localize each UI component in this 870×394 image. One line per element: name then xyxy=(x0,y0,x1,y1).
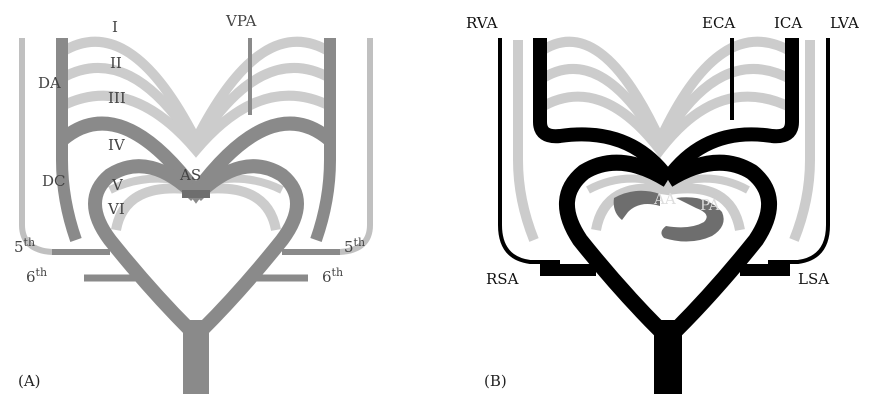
label-arch-i: I xyxy=(112,18,118,36)
label-arch-ii: II xyxy=(110,54,122,72)
label-ica: ICA xyxy=(774,14,802,32)
label-da: DA xyxy=(38,74,61,92)
label-lsa: LSA xyxy=(798,270,829,288)
label-pa: PA xyxy=(700,196,720,214)
panel-b-label: (B) xyxy=(484,372,507,390)
label-lva: LVA xyxy=(830,14,859,32)
panel-a-label: (A) xyxy=(18,372,41,390)
label-arch-vi: VI xyxy=(107,200,125,218)
label-rsa: RSA xyxy=(486,270,519,288)
label-arch-iv: IV xyxy=(108,136,126,154)
label-dc: DC xyxy=(42,172,66,190)
label-as: AS xyxy=(179,166,201,184)
label-arch-iii: III xyxy=(108,89,126,107)
label-eca: ECA xyxy=(702,14,735,32)
label-arch-v: V xyxy=(111,176,124,194)
aortic-sac xyxy=(182,190,210,198)
label-rva: RVA xyxy=(466,14,498,32)
label-aa: AA xyxy=(653,190,676,208)
label-vpa: VPA xyxy=(225,12,257,30)
